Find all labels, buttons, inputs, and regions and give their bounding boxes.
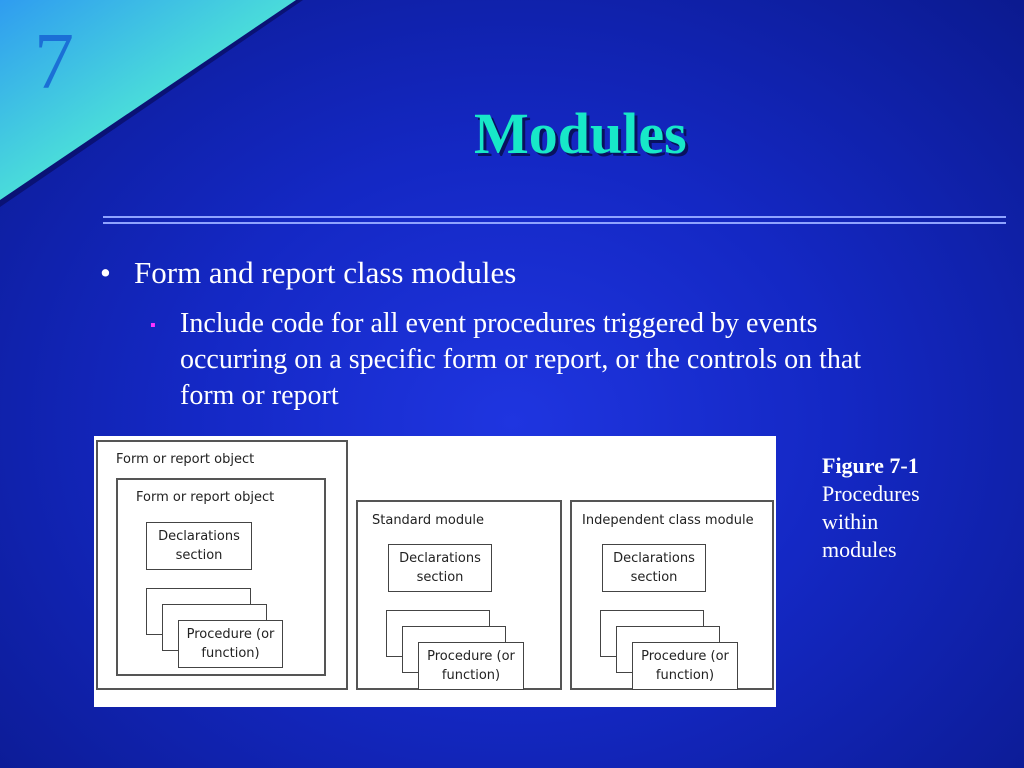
bullet-level-2-text: Include code for all event procedures tr… — [180, 308, 862, 411]
independent-class-module-label: Independent class module — [582, 513, 754, 528]
bullet-level-1-text: Form and report class modules — [134, 255, 517, 290]
figure-7-1-diagram: Form or report object Form or report obj… — [94, 436, 776, 707]
declarations-section-box-1: Declarations section — [146, 522, 252, 570]
caption-line-1: Procedures — [822, 481, 920, 506]
figure-caption: Figure 7-1 Procedures within modules — [822, 452, 920, 564]
bullet-level-1: • Form and report class modules — [100, 255, 516, 291]
chapter-number: 7 — [34, 18, 74, 106]
title-divider-bottom — [103, 222, 1006, 224]
caption-line-2: within — [822, 509, 879, 534]
figure-number: Figure 7-1 — [822, 453, 919, 478]
declarations-section-box-3: Declarations section — [602, 544, 706, 592]
procedure-box-1: Procedure (or function) — [178, 620, 283, 668]
standard-module-label: Standard module — [372, 513, 484, 528]
caption-line-3: modules — [822, 537, 897, 562]
title-divider-top — [103, 216, 1006, 218]
slide-title: Modules — [474, 101, 687, 166]
bullet-square-icon: ▪ — [150, 317, 156, 334]
procedure-box-3: Procedure (or function) — [632, 642, 738, 690]
inner-box-label: Form or report object — [136, 490, 275, 505]
bullet-dot-icon: • — [100, 255, 111, 290]
corner-decoration — [0, 0, 303, 207]
procedure-box-2: Procedure (or function) — [418, 642, 524, 690]
declarations-section-box-2: Declarations section — [388, 544, 492, 592]
outer-box-label: Form or report object — [116, 452, 255, 467]
bullet-level-2: ▪ Include code for all event procedures … — [150, 306, 870, 414]
